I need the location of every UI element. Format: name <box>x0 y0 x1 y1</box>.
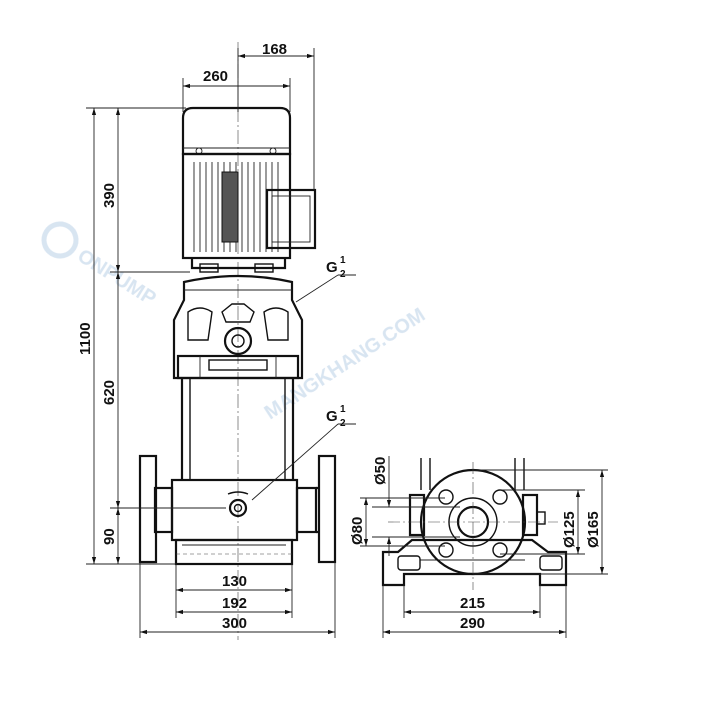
terminal-box <box>265 188 317 250</box>
port-upper-sup: 1 <box>340 255 346 266</box>
dim-1100: 1100 <box>77 108 97 564</box>
vertical-extension-lines <box>86 107 226 565</box>
dim-620: 620 <box>101 272 121 508</box>
dim-192-label: 192 <box>222 595 247 612</box>
dim-90: 90 <box>101 508 121 564</box>
dim-d80-label: Ø80 <box>349 517 366 545</box>
motor <box>181 106 317 273</box>
dim-300: 300 <box>140 615 335 635</box>
pump-base <box>138 454 337 566</box>
dim-260: 260 <box>182 68 291 112</box>
dim-130-label: 130 <box>222 573 247 590</box>
dim-1100-label: 1100 <box>77 322 94 355</box>
watermark-logo: ONPUMP <box>41 221 160 310</box>
dim-d125-label: Ø125 <box>561 511 578 548</box>
port-label-upper: G 1 2 <box>295 255 356 303</box>
pump-chamber <box>180 378 295 480</box>
port-upper-g: G <box>326 259 338 276</box>
dim-168-label: 168 <box>262 41 287 58</box>
dim-90-label: 90 <box>101 528 118 545</box>
dim-192: 192 <box>176 595 292 615</box>
port-upper-sub: 2 <box>340 269 346 280</box>
dim-290-label: 290 <box>460 615 485 632</box>
dim-215: 215 <box>404 595 540 615</box>
dim-168: 168 <box>237 41 315 190</box>
flange-dim-extensions-left <box>360 497 460 547</box>
port-lower-sub: 2 <box>340 418 346 429</box>
flange-dim-extensions-right <box>473 469 608 575</box>
watermark-logo-text: ONPUMP <box>73 245 159 310</box>
dim-215-label: 215 <box>460 595 485 612</box>
dim-390: 390 <box>101 108 121 272</box>
dim-620-label: 620 <box>101 380 118 405</box>
flange-view <box>381 458 568 590</box>
watermark: ONPUMP MANGKHANG.COM <box>41 221 429 424</box>
dim-d165-label: Ø165 <box>585 511 602 548</box>
dim-260-label: 260 <box>203 68 228 85</box>
dim-290: 290 <box>383 615 566 635</box>
dim-d50-label: Ø50 <box>372 457 389 485</box>
dim-300-label: 300 <box>222 615 247 632</box>
dim-d80: Ø80 <box>349 498 369 546</box>
port-lower-g: G <box>326 408 338 425</box>
dim-d50: Ø50 <box>372 456 392 556</box>
port-label-lower: G 1 2 <box>251 404 356 501</box>
port-lower-sup: 1 <box>340 404 346 415</box>
dim-d165: Ø165 <box>585 470 605 574</box>
dim-390-label: 390 <box>101 183 118 208</box>
pump-head <box>172 274 304 380</box>
dim-130: 130 <box>176 573 292 593</box>
dim-d125: Ø125 <box>561 490 581 554</box>
